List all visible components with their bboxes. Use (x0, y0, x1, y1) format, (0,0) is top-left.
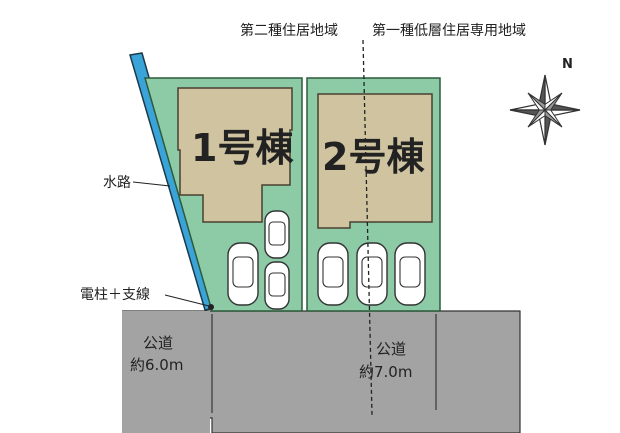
pole-leader-line (164, 294, 210, 307)
zoning-right-label: 第一種低層住居専用地域 (372, 22, 526, 39)
road-left-name: 公道 (143, 334, 173, 352)
road-right-width: 約7.0m (359, 363, 412, 381)
road-left-width: 約6.0m (130, 356, 183, 374)
compass-icon (509, 74, 581, 146)
parking-car (264, 261, 290, 310)
parking-car (227, 242, 259, 306)
parking-car (264, 210, 290, 259)
road-right-name: 公道 (376, 340, 406, 358)
building-1-label: 1号棟 (191, 126, 294, 170)
road-area (122, 310, 521, 433)
compass-north-label: N (562, 57, 573, 72)
waterway-label: 水路 (103, 175, 131, 191)
waterway-leader-line (132, 181, 171, 187)
pole-label: 電柱＋支線 (80, 287, 150, 303)
parking-car (394, 242, 426, 306)
parking-car (317, 242, 349, 306)
zoning-left-label: 第二種住居地域 (240, 22, 338, 39)
utility-pole-marker (208, 304, 214, 310)
building-1 (177, 87, 293, 223)
building-2-label: 2号棟 (322, 135, 425, 179)
building-2 (317, 93, 433, 229)
parking-car (356, 242, 388, 306)
